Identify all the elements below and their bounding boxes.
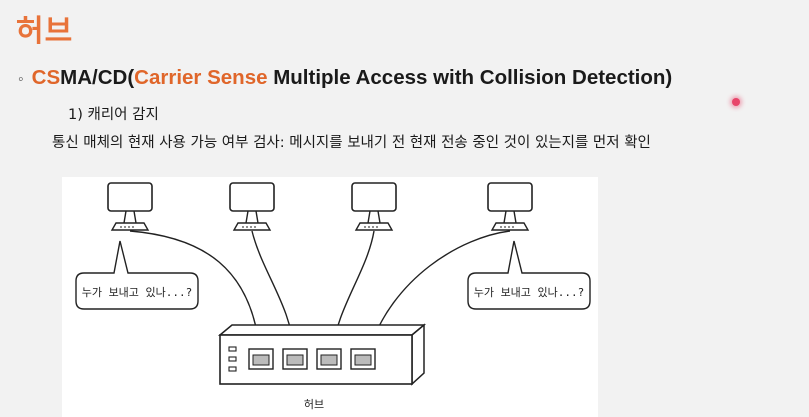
hub-device-icon	[220, 325, 424, 384]
right-bubble-text: 누가 보내고 있나...?	[474, 286, 585, 299]
point-description: 통신 매체의 현재 사용 가능 여부 검사: 메시지를 보내기 전 현재 전송 …	[52, 131, 651, 152]
laser-pointer-dot	[732, 98, 740, 106]
computer-2-icon	[230, 183, 274, 230]
left-speech-bubble: 누가 보내고 있나...?	[76, 241, 198, 309]
bullet-marker: ◦	[18, 71, 24, 88]
hub-diagram-svg: 허브 누가 보내고 있나...? 누가 보내고 있나...?	[62, 177, 598, 417]
left-bubble-text: 누가 보내고 있나...?	[82, 286, 193, 299]
hub-label: 허브	[304, 398, 324, 411]
point-label: 1) 캐리어 감지	[68, 103, 159, 124]
hub-illustration: 허브 누가 보내고 있나...? 누가 보내고 있나...?	[62, 177, 598, 417]
computer-3-icon	[352, 183, 396, 230]
computer-4-icon	[488, 183, 532, 230]
expansion-rest: Multiple Access with Collision Detection…	[268, 66, 673, 89]
slide-title: 허브	[16, 6, 73, 50]
right-speech-bubble: 누가 보내고 있나...?	[468, 241, 590, 309]
acronym-rest: MA/CD(	[60, 66, 134, 89]
computer-1-icon	[108, 183, 152, 230]
expansion-highlight: Carrier Sense	[134, 66, 267, 89]
acronym-highlight: CS	[32, 66, 60, 89]
bullet-heading: ◦ CSMA/CD(Carrier Sense Multiple Access w…	[18, 66, 672, 90]
